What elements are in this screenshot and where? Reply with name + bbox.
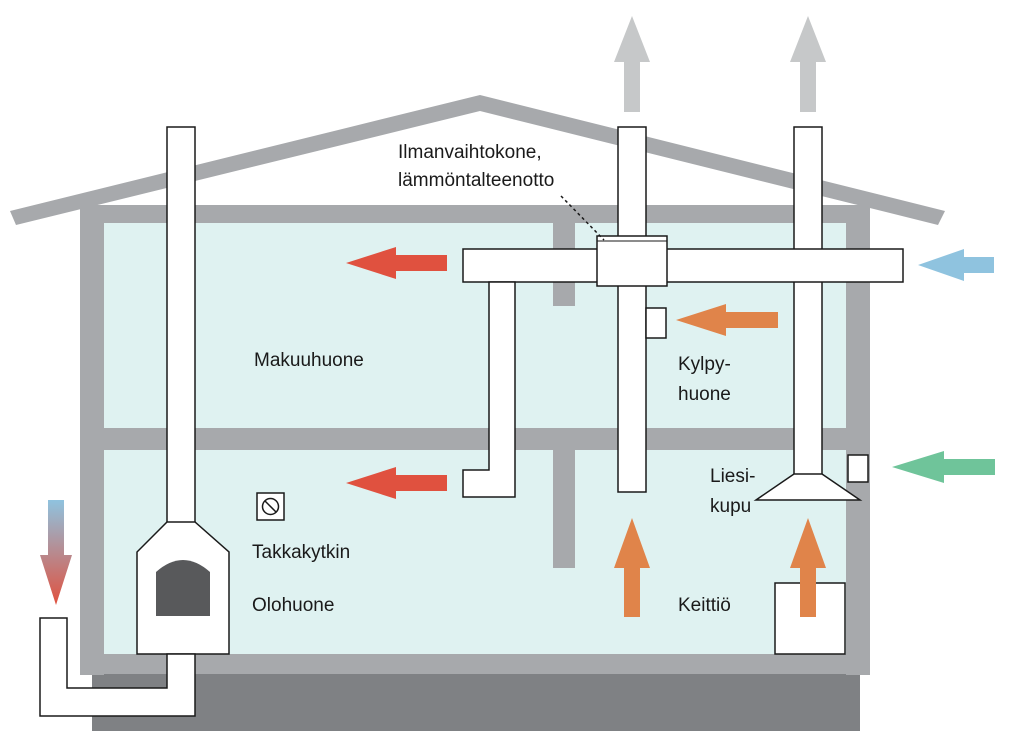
exhaust-out-arrow-2 xyxy=(790,16,826,112)
machine-label-line1: Ilmanvaihtokone, xyxy=(398,142,542,163)
bathroom-extract-vent xyxy=(645,307,667,339)
fireplace-door xyxy=(156,560,210,616)
chimney xyxy=(166,126,196,528)
lower-partition xyxy=(553,450,575,568)
attic-floor xyxy=(80,205,870,223)
kitchen-label: Keittiö xyxy=(678,595,731,616)
machine-label-line2: lämmöntalteenotto xyxy=(398,170,554,191)
left-wall xyxy=(80,205,104,675)
kitchen-extract-arrow-1 xyxy=(614,518,650,617)
bathroom-label-line2: huone xyxy=(678,384,731,405)
exhaust-out-arrow-1 xyxy=(614,16,650,112)
exhaust-duct-2 xyxy=(793,126,823,478)
kitchen-supply-vent xyxy=(847,454,869,483)
kitchen-in-arrow xyxy=(892,451,995,483)
hood-label-line2: kupu xyxy=(710,496,751,517)
supply-arrow-upper xyxy=(346,247,447,279)
cooker-hood xyxy=(753,473,863,501)
supply-branch xyxy=(462,281,516,498)
bathroom-label-line1: Kylpy- xyxy=(678,354,731,375)
hood-label-line1: Liesi- xyxy=(710,466,755,487)
bedroom-label: Makuuhuone xyxy=(254,350,364,371)
right-wall xyxy=(846,205,870,675)
exhaust-duct-1 xyxy=(617,126,647,493)
chimney-draft-arrow xyxy=(40,500,72,605)
machine-leader-line xyxy=(560,195,605,241)
outdoor-air-in-arrow xyxy=(918,249,994,281)
bathroom-extract-arrow xyxy=(676,304,778,336)
main-duct xyxy=(462,248,904,283)
middle-floor xyxy=(104,428,846,450)
ventilation-unit xyxy=(596,235,668,287)
fireplace-switch-label: Takkakytkin xyxy=(252,542,350,563)
fireplace-flue xyxy=(39,617,196,717)
living-room-label: Olohuone xyxy=(252,595,334,616)
ground-floor xyxy=(80,654,870,674)
supply-arrow-lower xyxy=(346,467,447,499)
fireplace-switch-icon[interactable] xyxy=(256,492,285,521)
foundation xyxy=(92,672,860,731)
kitchen-extract-arrow-2 xyxy=(790,518,826,617)
